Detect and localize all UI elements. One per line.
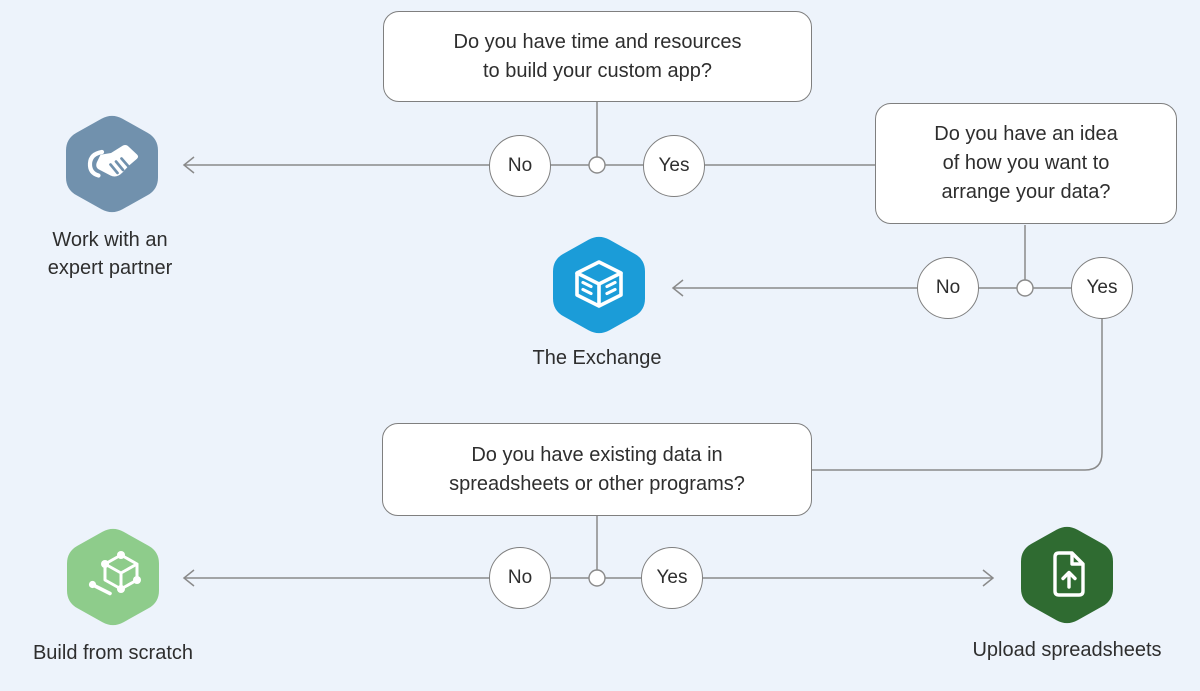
question-text-line: to build your custom app?: [482, 59, 713, 82]
q1-yes-circle: Yes: [643, 135, 705, 197]
q1-no-circle: No: [489, 135, 551, 197]
node-upload-spreadsheets: [1021, 524, 1113, 626]
question-text-line: Do you have existing data in: [471, 443, 723, 466]
row3-right-arrowhead: [982, 569, 995, 587]
node-label-build-from-scratch: Build from scratch: [32, 642, 194, 664]
row2-left-arrowhead: [671, 279, 684, 297]
question-text-line: spreadsheets or other programs?: [449, 472, 745, 495]
row1-left-arrowhead: [182, 156, 195, 174]
wireframe-cube-pen-icon: [88, 551, 141, 596]
question-text-line: of how you want to: [942, 152, 1110, 174]
node-the-exchange: [553, 234, 645, 336]
junction-dot-q1: [588, 156, 606, 174]
question-text-line: Do you have time and resources: [453, 30, 742, 53]
question-box-existing-data: Do you have existing data in spreadsheet…: [382, 423, 812, 516]
isometric-cube-icon: [575, 260, 623, 308]
junction-dot-q2: [1016, 279, 1034, 297]
node-expert-partner: [66, 113, 158, 215]
node-label-line: Work with an: [52, 229, 168, 251]
row3-left-arrowhead: [182, 569, 195, 587]
question-box-arrange-data: Do you have an idea of how you want to a…: [875, 103, 1177, 224]
node-label-upload-spreadsheets: Upload spreadsheets: [972, 639, 1162, 661]
hexagon-badge: [67, 528, 159, 626]
q3-no-circle: No: [489, 547, 551, 609]
node-build-from-scratch: [67, 526, 159, 628]
node-label-expert-partner: Work with an expert partner: [12, 226, 208, 282]
question-text-line: Do you have an idea: [934, 123, 1118, 145]
question-text-line: arrange your data?: [941, 181, 1111, 203]
handshake-icon: [87, 144, 139, 178]
q2-yes-elbow-line: [812, 319, 1103, 471]
q3-yes-circle: Yes: [641, 547, 703, 609]
node-label-line: expert partner: [47, 257, 173, 279]
junction-dot-q3: [588, 569, 606, 587]
q2-yes-circle: Yes: [1071, 257, 1133, 319]
node-label-the-exchange: The Exchange: [532, 347, 662, 369]
question-box-time-resources: Do you have time and resources to build …: [383, 11, 812, 102]
q2-no-circle: No: [917, 257, 979, 319]
file-upload-icon: [1053, 551, 1085, 597]
